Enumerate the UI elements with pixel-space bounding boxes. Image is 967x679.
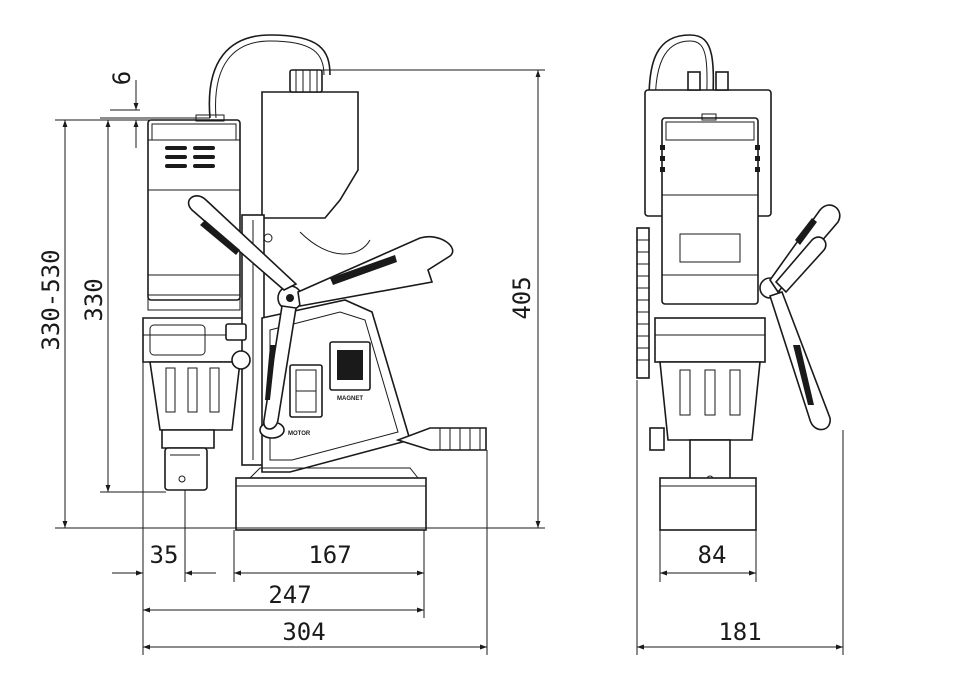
side-view: MOTOR MAGNET [142,34,487,531]
spindle [164,447,208,491]
dim-top-offset: 6 [108,71,136,85]
front-dimensions: 84 181 [636,380,844,655]
front-motor [660,113,760,305]
capstan-handles [187,195,454,430]
dim-base-length: 167 [308,541,351,569]
dim-spindle-offset: 35 [150,541,179,569]
front-view [636,34,841,531]
magnet-label: MAGNET [337,396,363,402]
control-panel [289,341,371,418]
coolant-tank [261,69,359,219]
vent-slots [165,146,215,168]
gearbox [142,317,245,449]
stand-body: MOTOR MAGNET [259,299,412,473]
power-cable [208,34,331,119]
dim-total-height: 405 [508,276,536,319]
dim-height-range: 330-530 [37,249,65,350]
front-rack [636,227,650,379]
front-magnet-base [659,477,757,531]
dim-total-length: 304 [282,618,325,646]
front-power-cable [648,34,715,121]
front-gearbox [654,317,766,491]
side-dimensions: 6 330-530 330 405 35 167 247 304 [37,69,545,655]
front-handles [759,204,841,431]
magnet-base [235,467,427,531]
dim-height: 330 [80,278,108,321]
motor-label: MOTOR [288,431,311,437]
dim-base-plus-reach: 247 [268,581,311,609]
dim-base-width: 84 [698,541,727,569]
hose-connector [395,427,487,451]
dim-total-width: 181 [718,618,761,646]
